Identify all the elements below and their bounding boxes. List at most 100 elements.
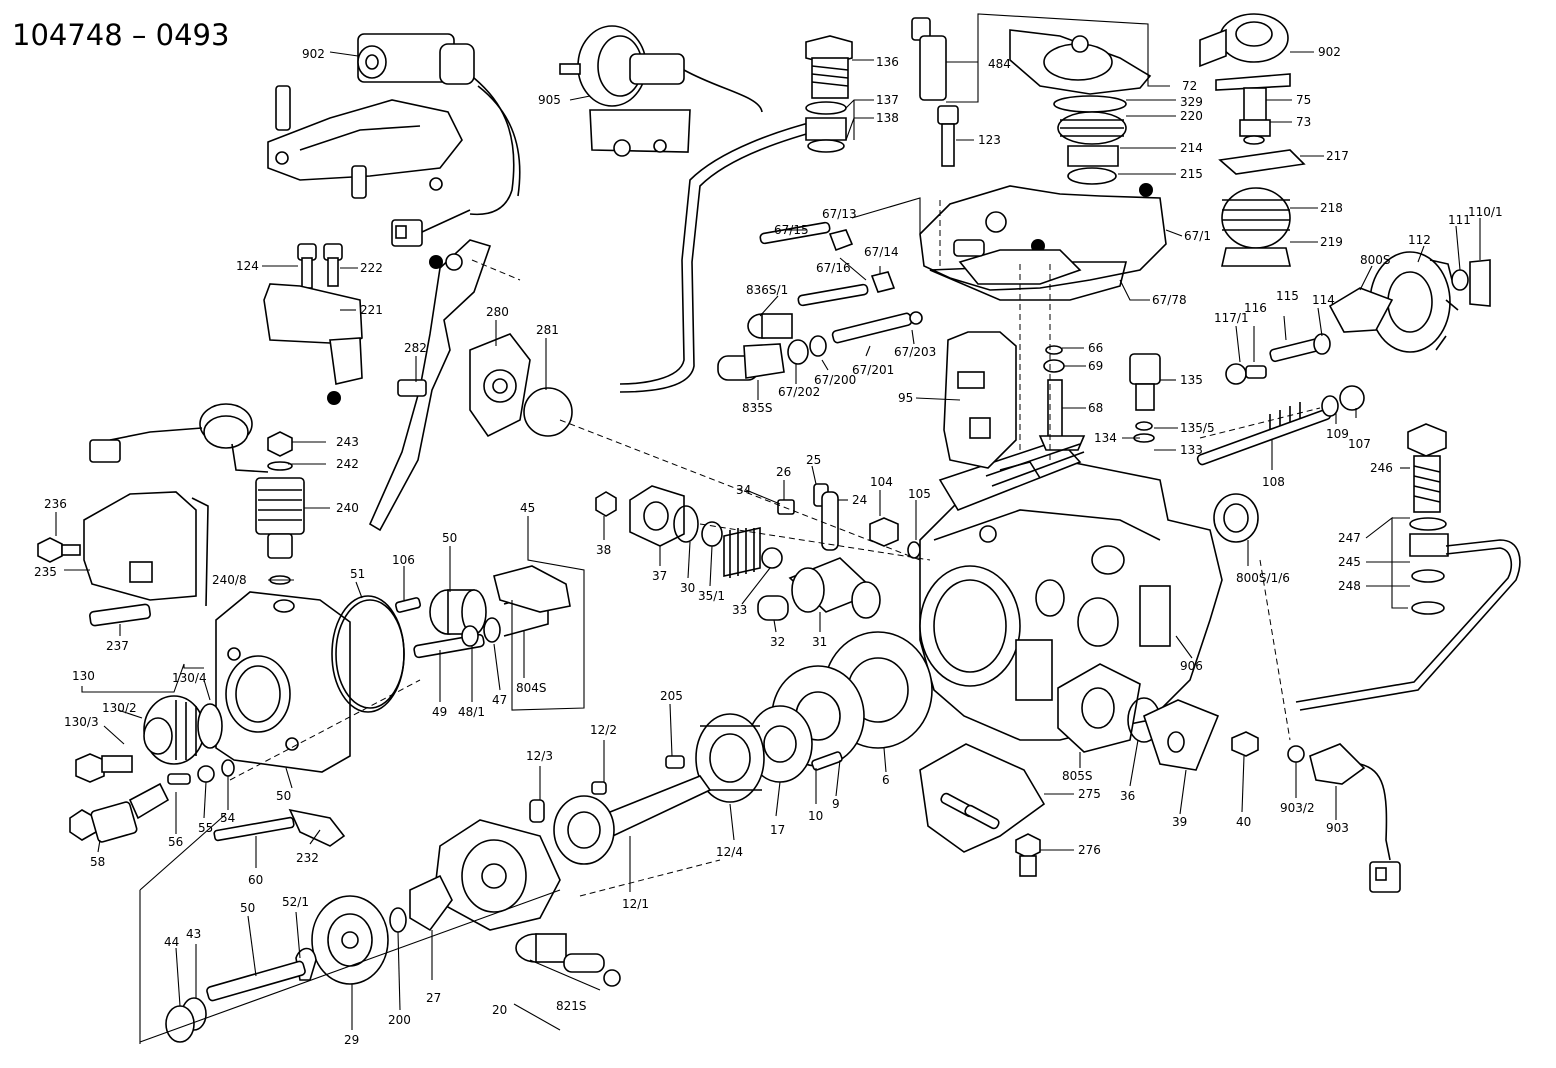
callout-label: 137 xyxy=(876,93,899,107)
callout-label: 906 xyxy=(1180,659,1203,673)
callout-label: 35/1 xyxy=(698,589,725,603)
part-275-bracket xyxy=(919,743,1046,877)
callout-label: 17 xyxy=(770,823,785,837)
callout-labels: 902 905 136 137 138 484 72 329 220 214 2… xyxy=(34,45,1503,1047)
part-235-cover xyxy=(37,491,209,627)
callout-label: 219 xyxy=(1320,235,1343,249)
part-905-vacuum-unit xyxy=(559,25,763,157)
callout-label: 835S xyxy=(742,401,773,415)
callout-label: 9 xyxy=(832,797,840,811)
callout-label: 27 xyxy=(426,991,441,1005)
callout-label: 68 xyxy=(1088,401,1103,415)
part-rotor-group xyxy=(165,819,621,1043)
callout-label: 43 xyxy=(186,927,201,941)
callout-label: 821S xyxy=(556,999,587,1013)
part-pipe xyxy=(619,119,829,393)
part-pins xyxy=(777,483,921,559)
callout-label: 902 xyxy=(1318,45,1341,59)
part-484-lever xyxy=(911,17,1152,185)
callout-label: 214 xyxy=(1180,141,1203,155)
callout-label: 25 xyxy=(806,453,821,467)
parts-drawing xyxy=(37,13,1521,1043)
callout-label: 903/2 xyxy=(1280,801,1315,815)
part-130-plug xyxy=(75,695,223,783)
callout-label: 55 xyxy=(198,821,213,835)
callout-label: 242 xyxy=(336,457,359,471)
drawing-number: 104748 – 0493 xyxy=(12,18,229,52)
part-112-flyweight xyxy=(1225,251,1491,385)
callout-label: 138 xyxy=(876,111,899,125)
part-903-sensor xyxy=(1287,743,1401,893)
callout-label: 52/1 xyxy=(282,895,309,909)
callout-label: 200 xyxy=(388,1013,411,1027)
callout-label: 205 xyxy=(660,689,683,703)
callout-label: 805S xyxy=(1062,769,1093,783)
part-cam-plates xyxy=(747,631,933,783)
callout-label: 36 xyxy=(1120,789,1135,803)
callout-label: 800S xyxy=(1360,253,1391,267)
callout-label: 116 xyxy=(1244,301,1267,315)
callout-label: 67/200 xyxy=(814,373,856,387)
callout-label: 56 xyxy=(168,835,183,849)
callout-label: 135 xyxy=(1180,373,1203,387)
callout-label: 130/3 xyxy=(64,715,99,729)
callout-label: 135/5 xyxy=(1180,421,1215,435)
callout-label: 220 xyxy=(1180,109,1203,123)
callout-label: 245 xyxy=(1338,555,1361,569)
callout-label: 114 xyxy=(1312,293,1335,307)
part-pump-housing xyxy=(919,439,1223,741)
part-280-lever xyxy=(368,239,573,532)
part-800S-seal xyxy=(1213,493,1259,543)
callout-label: 105 xyxy=(908,487,931,501)
callout-label: 58 xyxy=(90,855,105,869)
callout-label: 281 xyxy=(536,323,559,337)
part-58-valve xyxy=(69,759,235,843)
callout-label: 50 xyxy=(442,531,457,545)
callout-label: 237 xyxy=(106,639,129,653)
callout-label: 75 xyxy=(1296,93,1311,107)
callout-label: 280 xyxy=(486,305,509,319)
callout-label: 30 xyxy=(680,581,695,595)
callout-label: 66 xyxy=(1088,341,1103,355)
callout-label: 109 xyxy=(1326,427,1349,441)
callout-label: 115 xyxy=(1276,289,1299,303)
callout-label: 47 xyxy=(492,693,507,707)
part-36-flange xyxy=(1057,663,1259,771)
callout-label: 123 xyxy=(978,133,1001,147)
callout-label: 44 xyxy=(164,935,179,949)
callout-label: 484 xyxy=(988,57,1011,71)
callout-label: 110/1 xyxy=(1468,205,1503,219)
callout-label: 243 xyxy=(336,435,359,449)
callout-label: 69 xyxy=(1088,359,1103,373)
callout-label: 34 xyxy=(736,483,751,497)
callout-label: 54 xyxy=(220,811,235,825)
callout-label: 67/202 xyxy=(778,385,820,399)
callout-label: 248 xyxy=(1338,579,1361,593)
callout-label: 276 xyxy=(1078,843,1101,857)
callout-label: 215 xyxy=(1180,167,1203,181)
part-60-bolt xyxy=(213,808,346,847)
callout-label: 67/16 xyxy=(816,261,851,275)
callout-label: 12/2 xyxy=(590,723,617,737)
callout-label: 905 xyxy=(538,93,561,107)
assembly-lines xyxy=(229,200,1321,897)
part-902-right-stack xyxy=(1199,13,1306,267)
callout-label: 136 xyxy=(876,55,899,69)
callout-label: 218 xyxy=(1320,201,1343,215)
callout-label: 240/8 xyxy=(212,573,247,587)
callout-label: 12/3 xyxy=(526,749,553,763)
callout-label: 903 xyxy=(1326,821,1349,835)
callout-label: 130 xyxy=(72,669,95,683)
callout-label: 10 xyxy=(808,809,823,823)
callout-label: 111 xyxy=(1448,213,1471,227)
part-902-bracket xyxy=(267,33,521,269)
callout-label: 67/1 xyxy=(1184,229,1211,243)
callout-label: 51 xyxy=(350,567,365,581)
callout-label: 45 xyxy=(520,501,535,515)
callout-label: 38 xyxy=(596,543,611,557)
callout-label: 800S/1/6 xyxy=(1236,571,1290,585)
callout-label: 26 xyxy=(776,465,791,479)
callout-label: 275 xyxy=(1078,787,1101,801)
callout-label: 95 xyxy=(898,391,913,405)
part-240-sensor xyxy=(255,431,305,585)
